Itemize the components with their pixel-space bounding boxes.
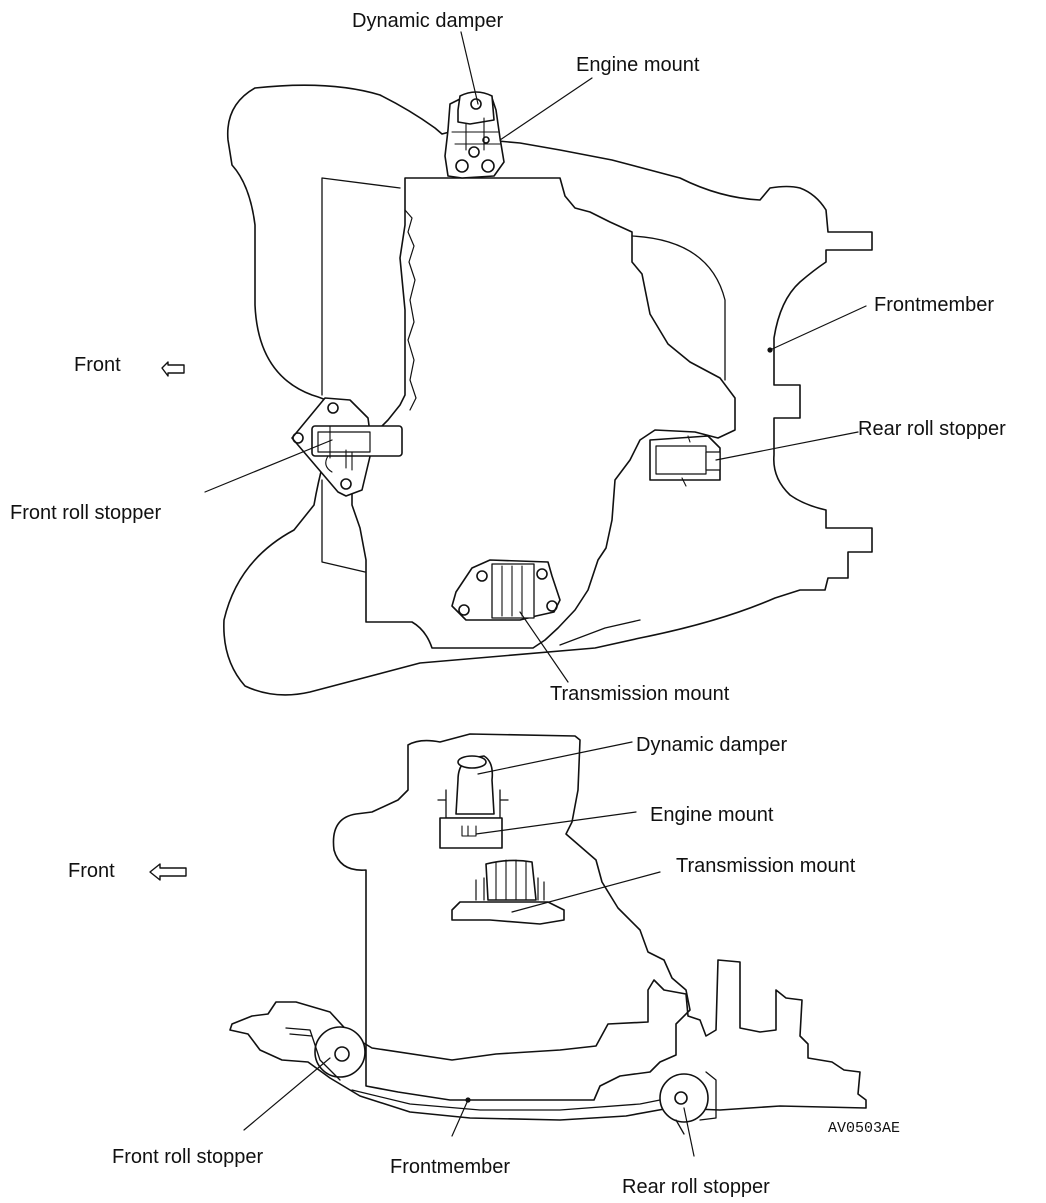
rear-roll-stopper-side-outer — [659, 1073, 709, 1123]
rear-roll-stopper-side-bracket — [675, 1071, 717, 1135]
front-roll-stopper-side-inner — [334, 1046, 350, 1062]
transmission-mount-side-part — [451, 859, 565, 925]
side-view — [149, 733, 867, 1157]
leaders-side — [243, 741, 695, 1157]
label-dynamic-damper-top: Dynamic damper — [352, 10, 504, 32]
dynamic-damper-top-body — [457, 91, 495, 125]
dynamic-damper-side-body — [455, 755, 495, 815]
label-front-roll-stopper-side: Front roll stopper — [112, 1146, 264, 1168]
transmission-mount-bolt-4 — [546, 600, 558, 612]
label-frontmember-top: Frontmember — [874, 294, 995, 316]
engine-mount-bolt-5 — [482, 136, 490, 144]
rear-roll-stopper-inner-top — [655, 445, 707, 475]
rear-roll-stopper-block-top — [705, 451, 721, 471]
engine-mount-bolt-4 — [468, 146, 480, 158]
transmission-mount-center-top — [491, 563, 535, 619]
top-view — [161, 31, 873, 696]
engine-mount-side-base — [439, 817, 503, 849]
frontmember-lower-edge-side — [351, 1089, 681, 1111]
front-roll-stopper-inner-top — [317, 431, 371, 453]
label-frontmember-side: Frontmember — [390, 1156, 511, 1178]
engine-side-outline — [332, 733, 691, 1101]
front-roll-stopper-side-part — [285, 1026, 366, 1081]
label-front-top: Front — [74, 354, 121, 376]
transmission-mount-bolt-2 — [536, 568, 548, 580]
label-front-roll-stopper-top: Front roll stopper — [10, 502, 162, 524]
transmission-mount-side-bolts — [475, 877, 545, 901]
label-dynamic-damper-side: Dynamic damper — [636, 734, 788, 756]
leaders-top — [204, 31, 867, 683]
transmission-mount-bolt-1 — [476, 570, 488, 582]
label-front-side: Front — [68, 860, 115, 882]
rear-roll-stopper-top-part — [649, 435, 721, 487]
engine-mount-bolt-1 — [470, 98, 482, 110]
label-transmission-mount-top: Transmission mount — [550, 683, 730, 705]
front-roll-stopper-top-part — [291, 397, 403, 497]
transmission-mount-bolt-3 — [458, 604, 470, 616]
engine-bay-line-top — [321, 177, 726, 646]
front-roll-stopper-bolt-3 — [340, 478, 352, 490]
leader-dot-frontmember-top — [767, 347, 773, 353]
engine-mount-top-part — [444, 91, 505, 179]
transmission-mount-ribs-top — [501, 565, 523, 617]
rear-roll-stopper-side-inner — [674, 1091, 688, 1105]
leader-dot-frontmember-side — [465, 1097, 471, 1103]
front-roll-stopper-bolt-2 — [292, 432, 304, 444]
label-rear-roll-stopper-top: Rear roll stopper — [858, 418, 1006, 440]
dynamic-damper-side-cap — [457, 755, 487, 769]
label-engine-mount-top: Engine mount — [576, 54, 700, 76]
front-roll-stopper-side-bracket — [285, 1027, 341, 1081]
front-roll-stopper-side-outer — [314, 1026, 366, 1078]
transmission-mount-top-part — [451, 559, 561, 621]
transmission-mount-side-base — [451, 901, 565, 925]
transmission-mount-side-body — [485, 859, 537, 901]
figure-code: AV0503AE — [828, 1120, 901, 1137]
rear-roll-stopper-detail-top — [681, 435, 691, 487]
front-roll-stopper-detail-top — [325, 425, 353, 473]
front-arrow-side — [149, 863, 187, 881]
front-roll-stopper-bolt-1 — [327, 402, 339, 414]
front-arrow-top — [161, 361, 185, 377]
engine-mount-side-part — [437, 755, 509, 849]
rear-roll-stopper-side-part — [659, 1071, 717, 1135]
engine-block-inner-line-top — [404, 209, 417, 411]
transmission-mount-side-ribs — [495, 859, 527, 901]
engine-mount-detail-top — [451, 117, 501, 151]
engine-mount-bolt-3 — [481, 159, 495, 173]
label-transmission-mount-side: Transmission mount — [676, 855, 856, 877]
label-rear-roll-stopper-side: Rear roll stopper — [622, 1176, 770, 1198]
label-engine-mount-side: Engine mount — [650, 804, 774, 826]
engine-mount-side-detail — [461, 825, 477, 837]
engine-mount-bolt-2 — [455, 159, 469, 173]
